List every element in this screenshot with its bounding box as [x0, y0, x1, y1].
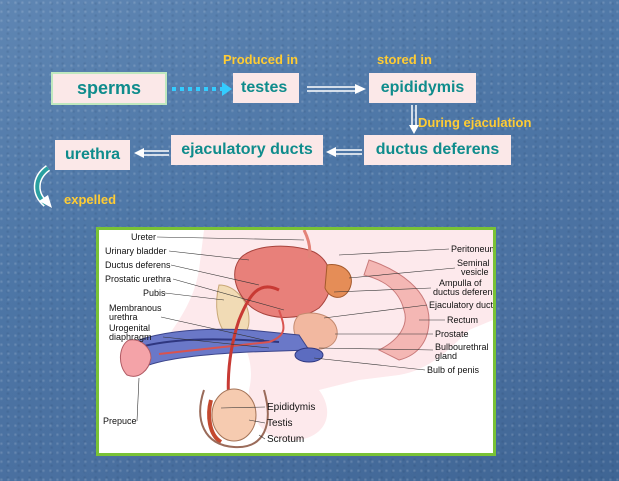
label-prepuce: Prepuce — [103, 416, 137, 426]
testes-box: testes — [233, 73, 299, 103]
label-pubis: Pubis — [143, 288, 166, 298]
label-prostatic-urethra: Prostatic urethra — [105, 274, 171, 284]
label-bulb-of-penis: Bulb of penis — [427, 365, 480, 375]
sperms-box: sperms — [51, 72, 167, 105]
label-prostate: Prostate — [435, 329, 469, 339]
label-ejaculatory-duct: Ejaculatory duct — [429, 300, 493, 310]
label-bulbourethral-gland: gland — [435, 351, 457, 361]
label-testis: Testis — [267, 418, 293, 429]
male-reproductive-diagram: Ureter Urinary bladder Ductus deferens P… — [99, 230, 493, 453]
produced-in-label: Produced in — [223, 52, 298, 67]
label-peritoneum: Peritoneum — [451, 244, 493, 254]
during-ejaculation-label: During ejaculation — [418, 115, 531, 130]
label-seminal-vesicle: vesicle — [461, 267, 489, 277]
urethra-label: urethra — [65, 146, 120, 164]
ejaculatory-ducts-label: ejaculatory ducts — [181, 141, 313, 159]
label-ductus-deferens: Ductus deferens — [105, 260, 171, 270]
label-membranous-urethra: urethra — [109, 312, 138, 322]
label-rectum: Rectum — [447, 315, 478, 325]
label-epididymis: Epididymis — [267, 402, 315, 413]
ductus-deferens-label: ductus deferens — [376, 141, 500, 159]
label-urogenital-diaphragm: diaphragm — [109, 332, 152, 342]
ductus-deferens-box: ductus deferens — [364, 135, 511, 165]
sperms-label: sperms — [77, 78, 141, 99]
ejaculatory-ducts-box: ejaculatory ducts — [171, 135, 323, 165]
label-urinary-bladder: Urinary bladder — [105, 246, 167, 256]
stored-in-label: stored in — [377, 52, 432, 67]
label-ureter: Ureter — [131, 232, 156, 242]
expelled-label: expelled — [64, 192, 116, 207]
testes-label: testes — [241, 79, 287, 97]
label-scrotum: Scrotum — [267, 434, 304, 445]
urethra-box: urethra — [55, 140, 130, 170]
epididymis-box: epididymis — [369, 73, 476, 103]
label-ampulla-ductus: ductus deferens — [433, 287, 493, 297]
anatomy-image: Ureter Urinary bladder Ductus deferens P… — [96, 227, 496, 456]
epididymis-label: epididymis — [381, 79, 465, 97]
